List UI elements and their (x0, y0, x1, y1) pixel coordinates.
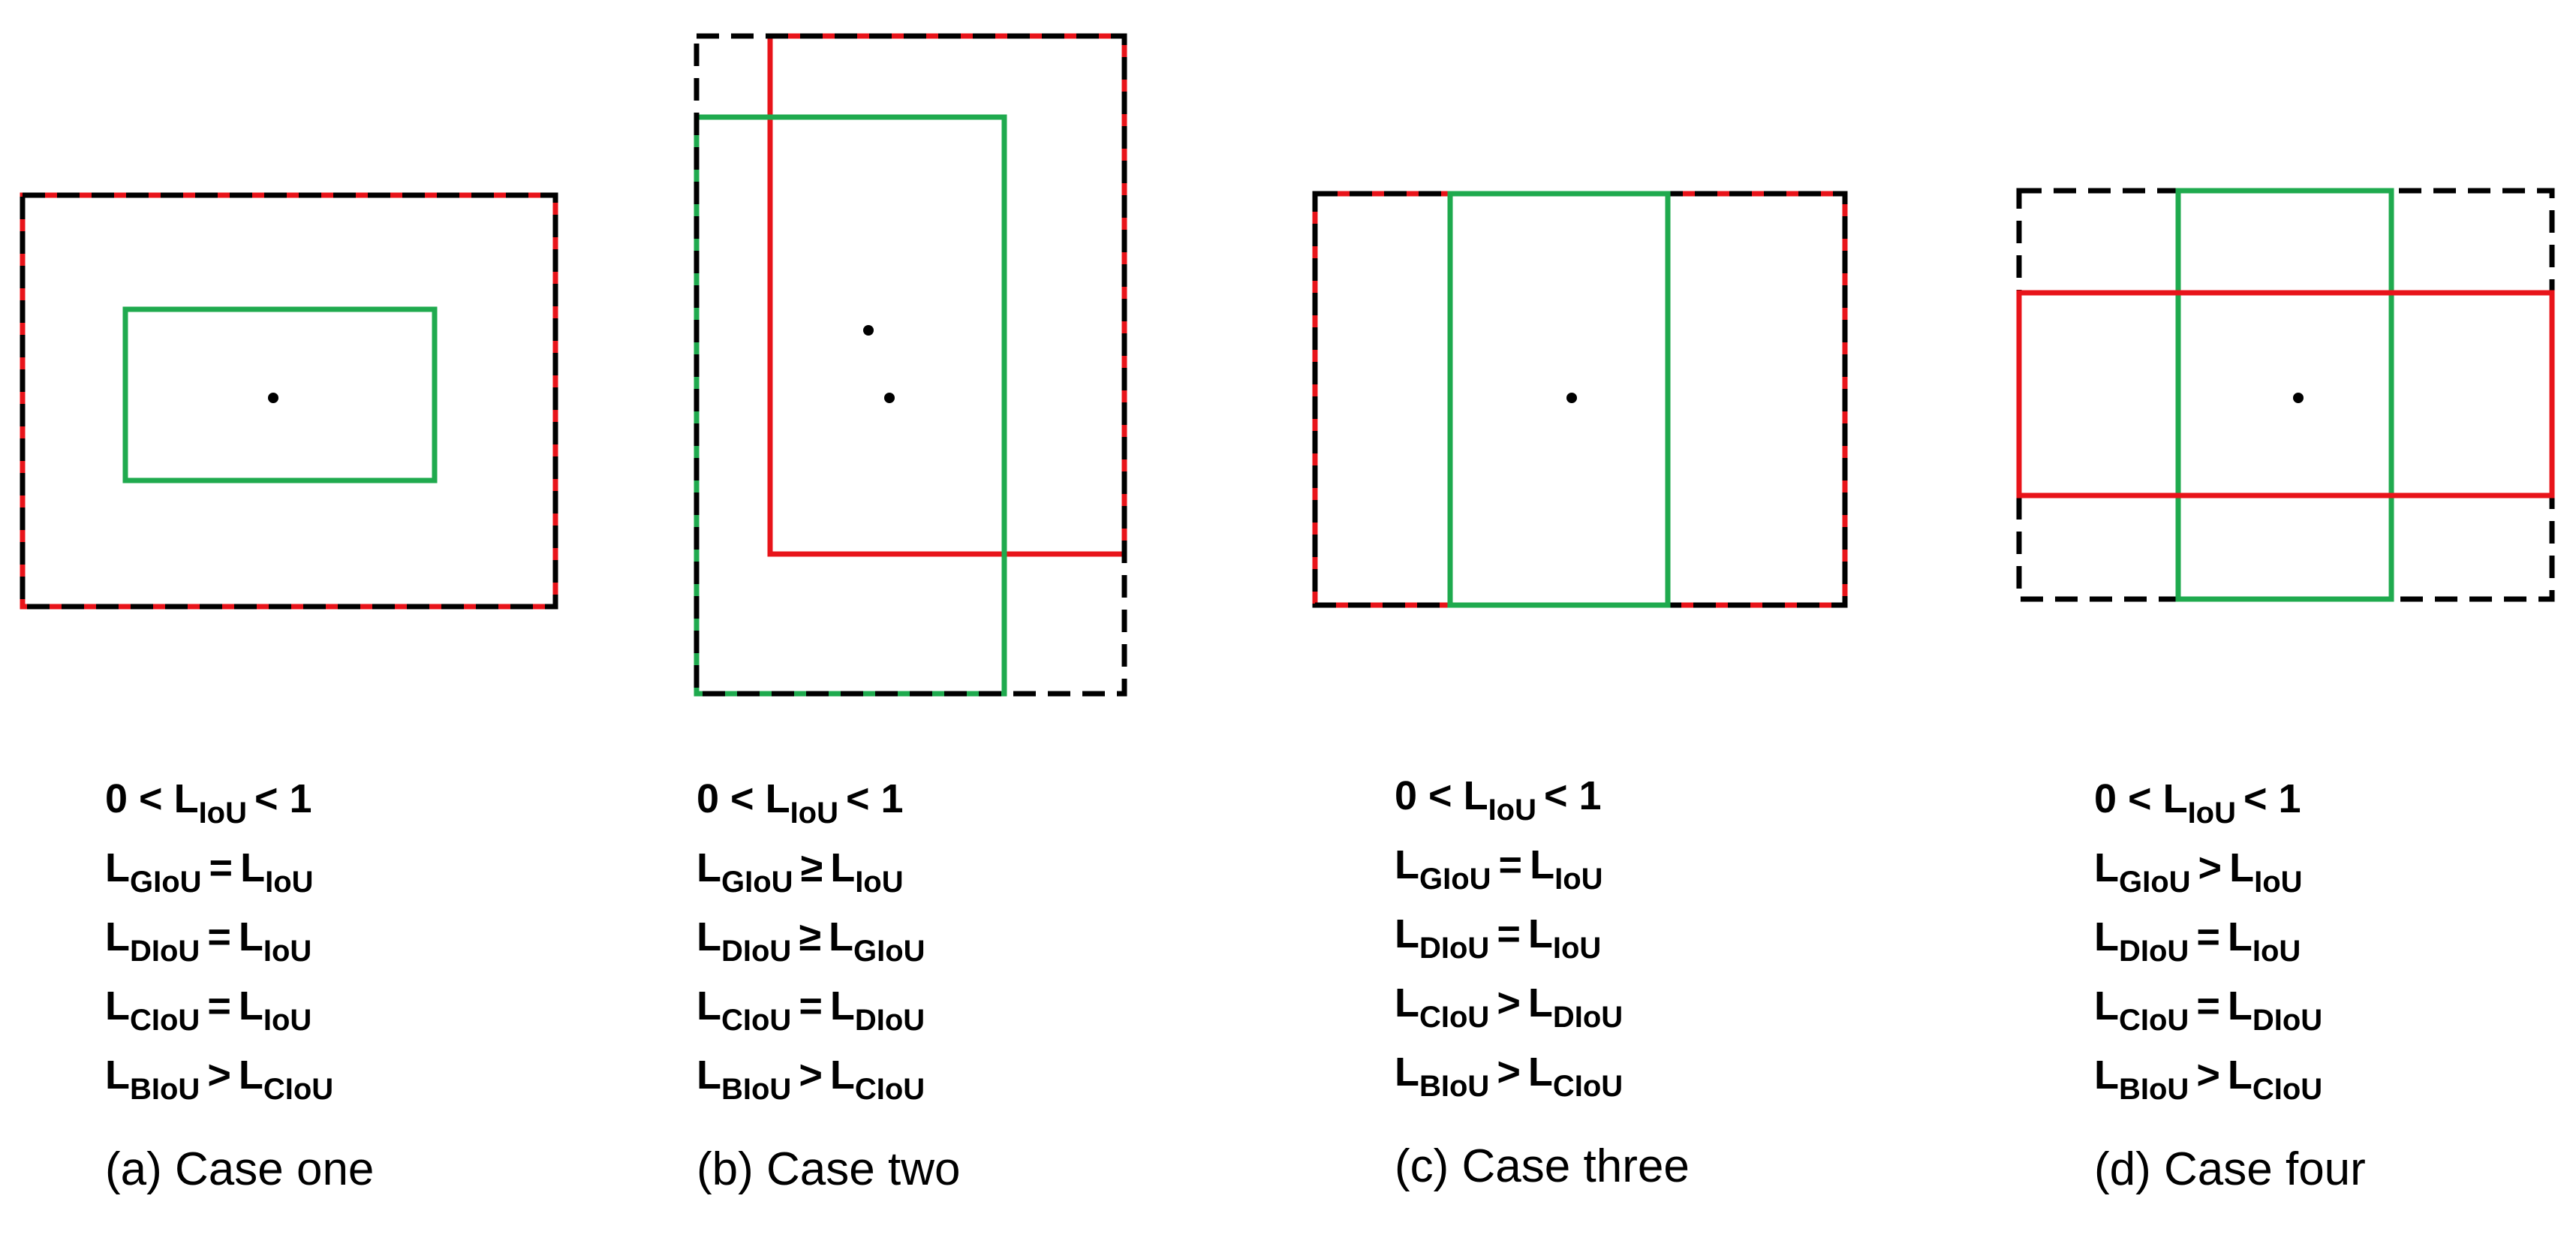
ground-truth-box (20, 192, 558, 610)
relation-ciou: LCIoU=LDIoU (2094, 983, 2323, 1037)
case-caption: (c) Case three (1395, 1140, 1690, 1192)
enclosing-box (2016, 188, 2555, 602)
case-three-boxes (1312, 191, 1848, 608)
case-two-boxes (694, 33, 1127, 697)
relation-diou: LDIoU=LIoU (105, 914, 312, 968)
center-point (884, 393, 895, 403)
relation-ciou: LCIoU=LDIoU (697, 983, 925, 1037)
center-point (1566, 393, 1577, 403)
relation-biou: LBIoU>LCIoU (1395, 1050, 1624, 1103)
case-one-boxes (20, 192, 558, 610)
relation-diou: LDIoU≥LGIoU (697, 914, 925, 968)
relation-iou-range: 0 < LIoU< 1 (105, 776, 312, 830)
center-point (2293, 393, 2304, 403)
relation-ciou: LCIoU=LIoU (105, 983, 312, 1037)
case-caption: (d) Case four (2094, 1143, 2366, 1195)
prediction-box (694, 114, 1007, 697)
relation-iou-range: 0 < LIoU< 1 (2094, 776, 2301, 830)
relation-ciou: LCIoU>LDIoU (1395, 980, 1624, 1034)
prediction-box (2175, 188, 2394, 602)
prediction-box (1447, 191, 1671, 608)
case-caption: (b) Case two (697, 1143, 961, 1195)
relation-biou: LBIoU>LCIoU (105, 1053, 334, 1106)
ground-truth-box (1312, 191, 1848, 608)
relation-giou: LGIoU>LIoU (2094, 845, 2303, 899)
relation-iou-range: 0 < LIoU< 1 (697, 776, 904, 830)
enclosing-box (694, 33, 1127, 697)
case-two-text: 0 < LIoU< 1 LGIoU≥LIoU LDIoU≥LGIoU LCIoU… (697, 764, 960, 1196)
case-three-text: 0 < LIoU< 1 LGIoU=LIoU LDIoU=LIoU LCIoU>… (1395, 761, 1690, 1193)
prediction-box (122, 306, 438, 483)
ground-truth-box (767, 33, 1127, 557)
relation-giou: LGIoU≥LIoU (697, 845, 904, 899)
relation-diou: LDIoU=LIoU (1395, 911, 1602, 965)
relation-iou-range: 0 < LIoU< 1 (1395, 773, 1602, 827)
enclosing-box (1312, 191, 1848, 608)
relation-biou: LBIoU>LCIoU (2094, 1053, 2323, 1106)
enclosing-box (20, 192, 558, 610)
case-caption: (a) Case one (105, 1143, 375, 1195)
relation-giou: LGIoU=LIoU (1395, 842, 1603, 896)
relation-diou: LDIoU=LIoU (2094, 914, 2301, 968)
relation-biou: LBIoU>LCIoU (697, 1053, 925, 1106)
relation-giou: LGIoU=LIoU (105, 845, 314, 899)
center-point (268, 393, 278, 403)
case-four-text: 0 < LIoU< 1 LGIoU>LIoU LDIoU=LIoU LCIoU=… (2094, 764, 2366, 1196)
case-four-boxes (2016, 188, 2555, 602)
ground-truth-box (2016, 290, 2555, 498)
center-point (863, 325, 874, 336)
case-one-text: 0 < LIoU< 1 LGIoU=LIoU LDIoU=LIoU LCIoU=… (105, 764, 374, 1196)
